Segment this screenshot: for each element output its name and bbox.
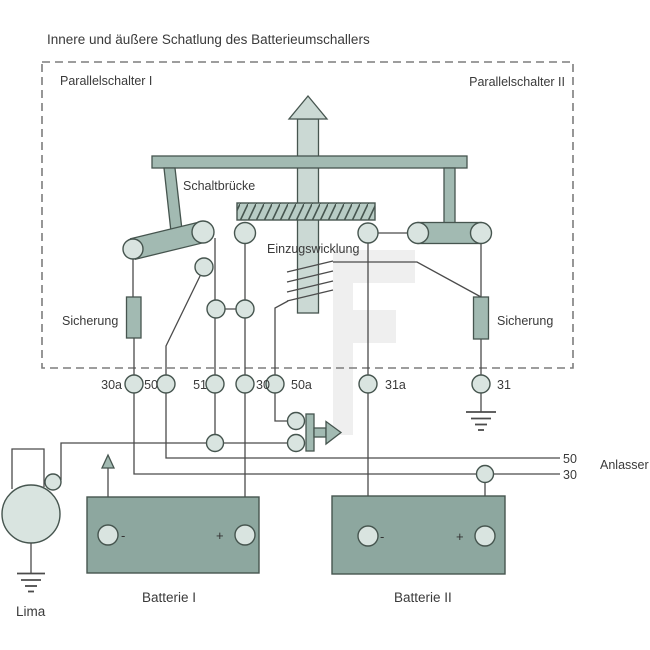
contact-node	[194, 257, 214, 277]
label-sicherung-right: Sicherung	[497, 314, 553, 328]
wire-coil-to-50a-connector	[274, 300, 289, 422]
connector-bar	[305, 413, 315, 452]
terminal-31	[471, 374, 491, 394]
terminal-label-51: 51	[193, 378, 207, 392]
terminal-51	[205, 374, 225, 394]
terminal-30	[235, 374, 255, 394]
terminal-30a	[124, 374, 144, 394]
section-label-parallelschalter-1: Parallelschalter I	[60, 74, 152, 88]
einzugswicklung-coil	[286, 260, 334, 302]
terminal-label-30a: 30a	[101, 378, 122, 392]
schaltbruecke-left-leg	[163, 167, 183, 233]
junction-node	[475, 464, 495, 484]
left-contact-roller	[122, 220, 215, 260]
left-roller-end-left	[122, 238, 144, 260]
connector-arrow-icon	[325, 420, 343, 446]
battery-1-body	[86, 496, 260, 574]
schaltbruecke-right-leg	[443, 167, 456, 225]
terminal-nodes	[124, 374, 495, 484]
background-watermark	[333, 250, 415, 435]
connector-arrow-shaft	[313, 427, 327, 438]
section-label-parallelschalter-2: Parallelschalter II	[469, 75, 565, 89]
ground-icon-terminal-31	[466, 411, 496, 431]
bridge-node	[206, 299, 226, 319]
battery-2-plus-sign: +	[456, 529, 464, 544]
lima-terminal	[44, 473, 62, 491]
connector-node-lower	[286, 433, 306, 453]
terminal-label-50: 50	[144, 378, 158, 392]
label-schaltbruecke: Schaltbrücke	[183, 179, 255, 193]
contact-node	[357, 222, 379, 244]
lima-bracket	[11, 448, 45, 489]
page-title: Innere und äußere Schatlung des Batterie…	[47, 32, 370, 47]
battery-1: - +	[86, 496, 260, 574]
connector-node-upper	[286, 411, 306, 431]
battery-1-minus-sign: -	[121, 528, 125, 543]
terminal-label-31a: 31a	[385, 378, 406, 392]
wire-coil-to-right-fuse	[333, 261, 482, 298]
right-roller-end-right	[469, 221, 493, 245]
label-anlasser: Anlasser	[600, 458, 649, 472]
label-lima: Lima	[16, 604, 46, 619]
anlasser-connector	[286, 411, 343, 453]
battery-2-minus-terminal	[357, 525, 379, 547]
anlasser-wire-label-50: 50	[563, 452, 577, 466]
label-einzugswicklung: Einzugswicklung	[267, 242, 359, 256]
slider-hatch-pattern	[237, 203, 375, 220]
ground-icon-lima	[17, 572, 45, 593]
contact-node	[233, 221, 257, 245]
label-sicherung-left: Sicherung	[62, 314, 118, 328]
terminal-label-50a: 50a	[291, 378, 312, 392]
fuse-left	[125, 296, 142, 339]
battery-2: - +	[331, 495, 506, 575]
terminal-50a	[265, 374, 285, 394]
bridge-node	[235, 299, 255, 319]
label-batterie-2: Batterie II	[394, 590, 452, 605]
lima-alternator	[1, 448, 62, 593]
lima-body	[1, 484, 61, 544]
terminal-label-30: 30	[256, 378, 270, 392]
battery-1-plus-sign: +	[216, 528, 224, 543]
contact-nodes	[194, 221, 379, 319]
schaltbruecke-assembly	[151, 94, 468, 314]
terminal-label-31: 31	[497, 378, 511, 392]
junction-node	[205, 433, 225, 453]
left-roller-end-right	[191, 220, 215, 244]
label-batterie-1: Batterie I	[142, 590, 196, 605]
plunger-arrow-icon	[287, 94, 329, 120]
battery-1-plus-terminal	[234, 524, 256, 546]
battery-2-plus-terminal	[474, 525, 496, 547]
wire-50-to-anlasser-50	[165, 273, 560, 459]
terminal-31a	[358, 374, 378, 394]
battery-1-minus-terminal	[97, 524, 119, 546]
switch-housing-dashed-border	[41, 61, 574, 369]
fuse-right	[472, 296, 490, 340]
anlasser-wire-label-30: 30	[563, 468, 577, 482]
schaltbruecke-bar	[151, 155, 468, 169]
right-roller-end-left	[406, 221, 430, 245]
terminal-50	[156, 374, 176, 394]
right-contact-roller	[406, 221, 493, 245]
battery-2-minus-sign: -	[380, 529, 384, 544]
